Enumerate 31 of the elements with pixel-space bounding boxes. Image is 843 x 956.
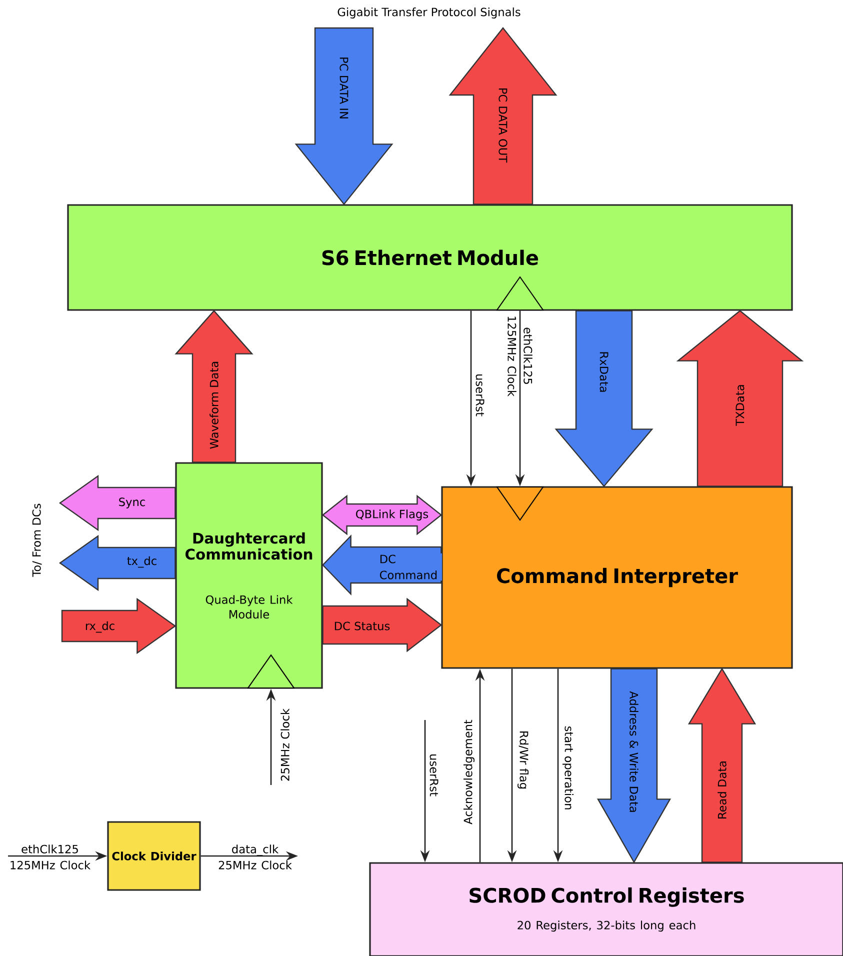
edge-label: Read Data [716,759,728,821]
signal-group-label: Gigabit Transfer Protocol Signals [338,8,520,18]
module-box: S6 Ethernet Module [67,204,793,311]
edge-label: Waveform Data [208,360,220,450]
edge-label: Acknowledgement [464,720,474,824]
arrow [554,310,654,488]
module-box: Command Interpreter [441,486,793,669]
edge-label: data_clk 25MHz Clock [218,844,292,870]
arrow [58,474,176,532]
arrow [688,668,756,863]
edge-label: Rd/Wr flag [518,732,528,789]
edge-label: Address & Write Data [628,690,640,814]
edge-label: 25MHz Clock [280,708,290,781]
side-label: To/ From DCs [32,504,42,577]
edge-label: userRst [476,374,484,416]
edge-label: Sync [117,496,147,510]
edge-label: rx_dc [84,620,116,634]
register-box: SCROD Control Registers 20 Registers, 32-bits long each [369,862,843,956]
arrow [676,310,804,487]
edge-label: DC Command [378,553,442,581]
edge-label: ethClk125 125MHz Clock [10,844,91,870]
edge-label: ethClk125 125MHz Clock [508,316,532,397]
edge-label: tx_dc [126,555,158,569]
edge-label: PC DATA IN [338,55,350,121]
edge-label: QBLink Flags [354,508,430,522]
edge-label: start operation [562,726,574,810]
edge-label: PC DATA OUT [497,86,509,164]
arrow [294,27,394,206]
arrow [448,27,558,205]
module-box: Daughtercard Communication Quad-Byte Link Module [175,462,323,689]
edge-label: userRst [430,754,438,796]
